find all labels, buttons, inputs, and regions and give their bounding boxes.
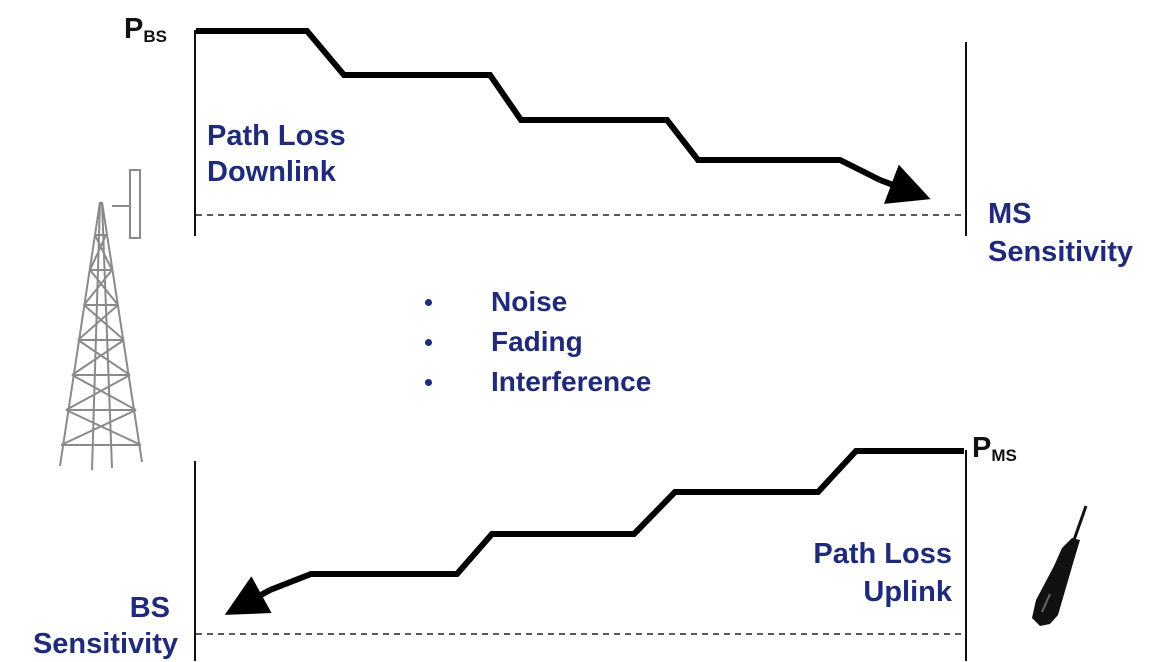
- bullet-dot-icon: [425, 379, 432, 386]
- bullet-dot-icon: [425, 299, 432, 306]
- uplink-path-loss-curve: [268, 448, 964, 593]
- factor-fading: Fading: [491, 326, 583, 357]
- downlink-path-loss-curve: [196, 28, 882, 183]
- uplink-arrow: [224, 576, 272, 615]
- bs-power-subscript: BS: [143, 27, 167, 46]
- path-loss-uplink-line2: Uplink: [863, 576, 952, 608]
- bullet-dot-icon: [425, 339, 432, 346]
- ms-power-label: PMS: [972, 430, 1017, 470]
- ms-sensitivity-label: MS Sensitivity: [988, 196, 1133, 270]
- factor-interference: Interference: [491, 366, 652, 397]
- ms-sensitivity-line2: Sensitivity: [988, 236, 1134, 268]
- ms-sensitivity-line1: MS: [988, 198, 1032, 230]
- path-loss-uplink-label: Path Loss Uplink: [752, 536, 952, 610]
- factor-noise: Noise: [491, 286, 568, 317]
- mobile-phone-icon: [1032, 505, 1088, 626]
- path-loss-downlink-line2: Downlink: [207, 156, 336, 188]
- bs-sensitivity-label: BS Sensitivity: [0, 590, 178, 662]
- ms-power-main: P: [972, 432, 992, 464]
- bs-sensitivity-line1: BS: [129, 592, 170, 624]
- path-loss-uplink-line1: Path Loss: [813, 538, 952, 570]
- cell-tower-icon: [59, 169, 143, 471]
- bs-power-main: P: [124, 13, 144, 45]
- bs-sensitivity-line2: Sensitivity: [32, 628, 178, 660]
- ms-power-subscript: MS: [991, 446, 1017, 465]
- downlink-arrow: [878, 164, 931, 204]
- path-loss-downlink-label: Path Loss Downlink: [207, 118, 346, 190]
- path-loss-downlink-line1: Path Loss: [207, 120, 346, 152]
- bs-power-label: PBS: [124, 11, 167, 51]
